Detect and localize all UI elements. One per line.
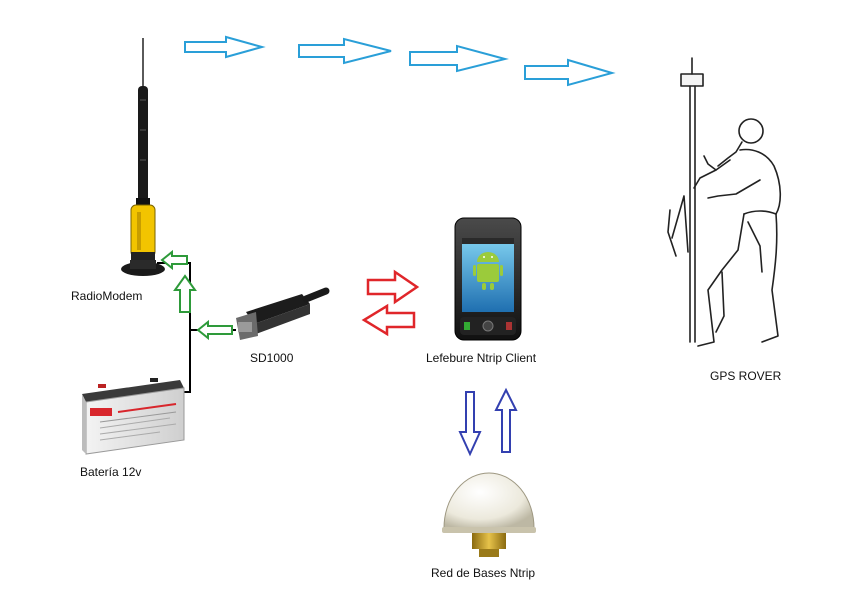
bt-arrow-left	[361, 303, 416, 337]
sd1000-label: SD1000	[250, 351, 294, 365]
serial-bluetooth-device-icon	[236, 287, 330, 340]
radio-antenna-icon	[121, 38, 165, 276]
radio-link-arrows	[184, 35, 616, 87]
power-arrow-to-sd1000	[196, 319, 233, 341]
radio-arrow-1	[184, 35, 266, 59]
ntrip-arrow-down	[458, 391, 482, 457]
android-robot-icon	[473, 252, 503, 290]
android-phone-icon	[454, 217, 522, 341]
gps-rover-label: GPS ROVER	[710, 369, 782, 383]
bluetooth-link-arrows	[361, 269, 420, 337]
ntrip-arrow-up	[494, 387, 518, 453]
bt-arrow-right	[366, 269, 420, 305]
power-arrows	[160, 249, 233, 341]
ntrip-link-arrows	[458, 387, 518, 457]
radiomodem-label: RadioModem	[71, 289, 143, 303]
radio-arrow-4	[524, 58, 616, 87]
power-arrow-up	[173, 274, 197, 313]
battery-icon	[82, 378, 185, 455]
gnss-antenna-dome-icon	[442, 472, 536, 557]
power-arrow-to-modem-left	[160, 249, 188, 271]
gps-rover-surveyor-icon	[667, 57, 782, 347]
radio-arrow-2	[298, 37, 392, 65]
ntrip-client-label: Lefebure Ntrip Client	[426, 351, 537, 365]
radio-arrow-3	[409, 44, 509, 73]
red-bases-label: Red de Bases Ntrip	[431, 566, 536, 580]
bateria-label: Batería 12v	[80, 465, 142, 479]
